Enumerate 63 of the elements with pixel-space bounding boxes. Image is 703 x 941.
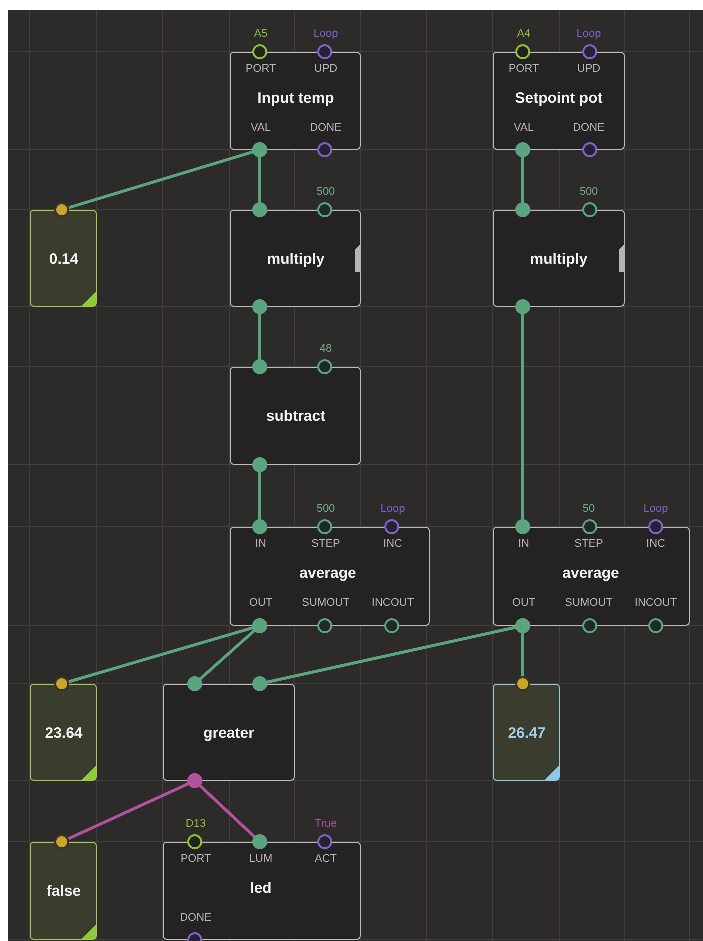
pin-label: INC	[646, 539, 666, 550]
pin-value: 500	[316, 504, 336, 515]
pin-label: INCOUT	[634, 598, 678, 609]
pin-label: IN	[256, 539, 266, 550]
pin-label: UPD	[314, 64, 338, 75]
pin-label: DONE	[573, 123, 605, 134]
node-title: average	[300, 566, 356, 581]
pin-value: Loop	[314, 29, 338, 40]
pin-value: True	[314, 819, 338, 830]
node-title: average	[562, 566, 620, 581]
watch-node	[30, 210, 97, 307]
watch-node	[30, 842, 97, 940]
pin-label: INCOUT	[372, 598, 414, 609]
pin-value: A4	[517, 29, 531, 40]
link-wire	[188, 618, 268, 692]
node-title: greater	[204, 726, 254, 741]
pin-value: 50	[582, 504, 596, 515]
pin-label: SUMOUT	[302, 598, 350, 609]
watch-node	[493, 684, 560, 781]
pin-value: Loop	[644, 504, 668, 515]
watch-node	[30, 684, 97, 781]
pin-label: OUT	[249, 598, 273, 609]
link-wire	[516, 300, 530, 534]
pin-label: ACT	[315, 854, 337, 865]
node-title: false	[46, 884, 82, 899]
node-title: Setpoint pot	[515, 91, 603, 106]
link-wire	[188, 774, 268, 850]
pin-label: IN	[518, 539, 530, 550]
pin-value: A5	[254, 29, 268, 40]
pin-label: DONE	[180, 913, 212, 924]
node-title: led	[250, 881, 272, 896]
node-title: multiply	[530, 252, 588, 267]
pin-label: PORT	[180, 854, 212, 865]
node-title: 0.14	[49, 252, 79, 267]
pin-label: STEP	[312, 539, 340, 550]
pin-label: LUM	[249, 854, 273, 865]
pin-label: VAL	[514, 123, 534, 134]
node-title: 26.47	[508, 726, 546, 741]
pin-label: DONE	[310, 123, 342, 134]
pin-label: PORT	[508, 64, 540, 75]
pin-label: OUT	[512, 598, 536, 609]
pin-label: UPD	[577, 64, 601, 75]
link-wire	[252, 300, 268, 374]
pin-label: PORT	[246, 64, 276, 75]
node-title: Input temp	[258, 91, 334, 106]
pin-value: D13	[186, 819, 206, 830]
pin-value: Loop	[380, 504, 406, 515]
pin-value: 500	[316, 187, 336, 198]
node-title: multiply	[267, 252, 325, 267]
node-title: 23.64	[45, 726, 83, 741]
node-title: subtract	[266, 409, 326, 424]
pin-label: VAL	[251, 123, 271, 134]
link-wire	[252, 458, 268, 534]
link-wire	[516, 618, 530, 692]
pin-value: 48	[320, 344, 332, 355]
link-wire	[516, 142, 530, 218]
pin-value: Loop	[576, 29, 602, 40]
node-block	[163, 684, 295, 781]
pin-label: STEP	[574, 539, 604, 550]
pin-value: 500	[580, 187, 598, 198]
pin-label: SUMOUT	[565, 598, 613, 609]
link-wire	[252, 142, 268, 218]
pin-label: INC	[384, 539, 402, 550]
